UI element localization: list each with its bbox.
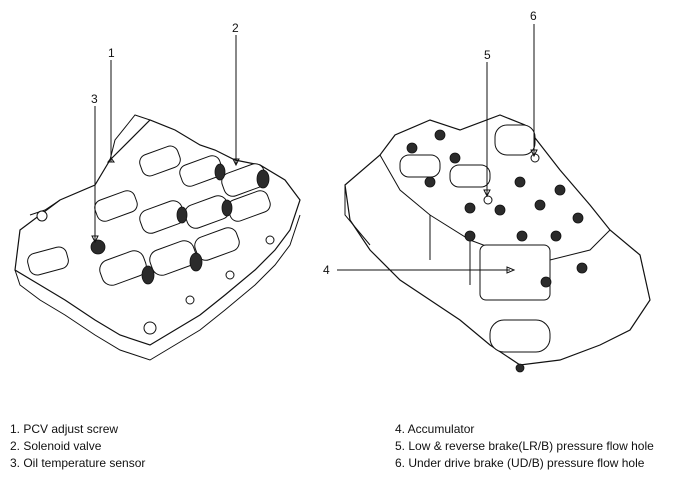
left-valve-body-illustration <box>14 114 301 361</box>
accumulator-housing <box>479 244 551 301</box>
legend-item: 1. PCV adjust screw <box>10 422 119 436</box>
solenoid-row-middle <box>94 190 271 234</box>
legend-item: 3. Oil temperature sensor <box>10 456 146 470</box>
legend-item: 5. Low & reverse brake(LR/B) pressure fl… <box>395 439 654 453</box>
mounting-bolts <box>406 129 588 373</box>
legend-item: 6. Under drive brake (UD/B) pressure flo… <box>395 456 645 470</box>
callout-6: 6 <box>530 9 537 23</box>
udb-pressure-flow-hole <box>530 153 540 163</box>
callout-4: 4 <box>323 263 330 277</box>
valve-body-figure: 1 2 3 4 5 6 <box>14 9 651 373</box>
callout-1: 1 <box>108 46 115 60</box>
callout-leaders <box>91 24 538 274</box>
legend-item: 2. Solenoid valve <box>10 439 102 453</box>
callout-3: 3 <box>91 92 98 106</box>
callout-5: 5 <box>484 48 491 62</box>
legend-item: 4. Accumulator <box>395 422 475 436</box>
lrb-pressure-flow-hole <box>483 195 493 205</box>
legend-left: 1. PCV adjust screw 2. Solenoid valve 3.… <box>10 421 145 472</box>
right-valve-body-illustration <box>344 114 651 373</box>
callout-2: 2 <box>232 21 239 35</box>
legend-right: 4. Accumulator 5. Low & reverse brake(LR… <box>395 421 654 472</box>
oil-temperature-sensor-icon <box>90 239 106 255</box>
solenoid-row-front <box>99 227 240 286</box>
solenoid-row-rear <box>139 145 270 197</box>
